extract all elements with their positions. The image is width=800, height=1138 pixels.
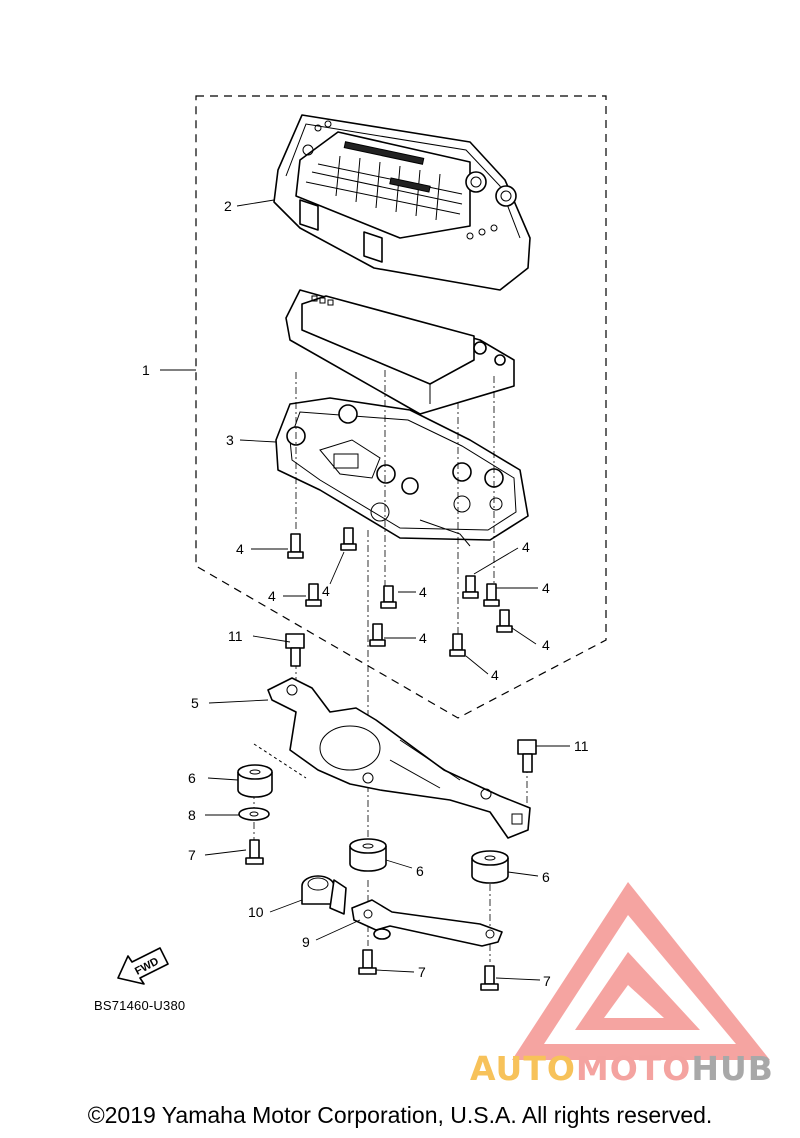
screw-4d xyxy=(380,585,397,609)
callout-4c: 4 xyxy=(268,588,276,604)
callout-4h: 4 xyxy=(542,580,550,596)
meter-bracket xyxy=(267,677,531,839)
clamp-10 xyxy=(301,875,347,915)
callout-1: 1 xyxy=(142,362,150,378)
screw-group-4 xyxy=(287,527,513,657)
callout-10: 10 xyxy=(248,904,264,920)
screw-4c xyxy=(305,583,322,607)
copyright-notice: ©2019 Yamaha Motor Corporation, U.S.A. A… xyxy=(87,1102,713,1128)
leader-lines xyxy=(160,199,570,981)
callout-4e: 4 xyxy=(419,630,427,646)
callout-4i: 4 xyxy=(542,637,550,653)
screw-4g xyxy=(462,575,479,599)
callout-7a: 7 xyxy=(188,847,196,863)
callout-4d: 4 xyxy=(419,584,427,600)
screw-4a xyxy=(287,533,304,559)
stay-9 xyxy=(351,899,503,947)
damper-6-center xyxy=(349,838,387,872)
washer-8 xyxy=(238,807,270,821)
bolt-11-right xyxy=(517,739,537,773)
screw-7-right xyxy=(480,965,499,991)
callout-5: 5 xyxy=(191,695,199,711)
callout-2: 2 xyxy=(224,198,232,214)
watermark-word-hub: HUB xyxy=(691,1049,774,1088)
diagram-reference-code: BS71460-U380 xyxy=(94,998,186,1013)
callout-4b: 4 xyxy=(322,583,330,599)
screw-4f xyxy=(449,633,466,657)
bracket-guide-line xyxy=(253,743,307,779)
watermark-brand: AUTOMOTOHUB xyxy=(470,1052,774,1085)
callout-7b: 7 xyxy=(418,964,426,980)
callout-4a: 4 xyxy=(236,541,244,557)
callout-3: 3 xyxy=(226,432,234,448)
fwd-arrow-icon: FWD xyxy=(117,947,169,985)
screw-4i xyxy=(496,609,513,633)
watermark-logo xyxy=(512,882,770,1060)
screw-7-center xyxy=(358,949,377,975)
callout-11a: 11 xyxy=(228,628,243,644)
screw-4e xyxy=(369,623,386,647)
watermark-word-auto: AUTO xyxy=(470,1049,576,1088)
meter-case xyxy=(275,397,529,547)
screw-7-left xyxy=(245,839,264,865)
screw-4b xyxy=(340,527,357,551)
damper-6-left xyxy=(237,764,273,798)
callout-9: 9 xyxy=(302,934,310,950)
damper-6-right xyxy=(471,850,509,884)
watermark-word-moto: MOTO xyxy=(575,1049,692,1088)
assembly-boundary xyxy=(195,95,607,719)
meter-unit-body xyxy=(285,289,515,415)
callout-6a: 6 xyxy=(188,770,196,786)
callout-4f: 4 xyxy=(491,667,499,683)
bolt-11-left xyxy=(285,633,305,667)
screw-4h xyxy=(483,583,500,607)
callout-11b: 11 xyxy=(574,738,589,754)
meter-cover xyxy=(273,114,531,291)
callout-4g: 4 xyxy=(522,539,530,555)
callout-6c: 6 xyxy=(542,869,550,885)
lcd-grid xyxy=(305,141,463,221)
callout-6b: 6 xyxy=(416,863,424,879)
callout-7c: 7 xyxy=(543,973,551,989)
callout-labels: 1 2 3 4 4 4 4 4 4 4 4 4 5 6 6 6 7 7 7 8 … xyxy=(142,198,589,989)
callout-8: 8 xyxy=(188,807,196,823)
